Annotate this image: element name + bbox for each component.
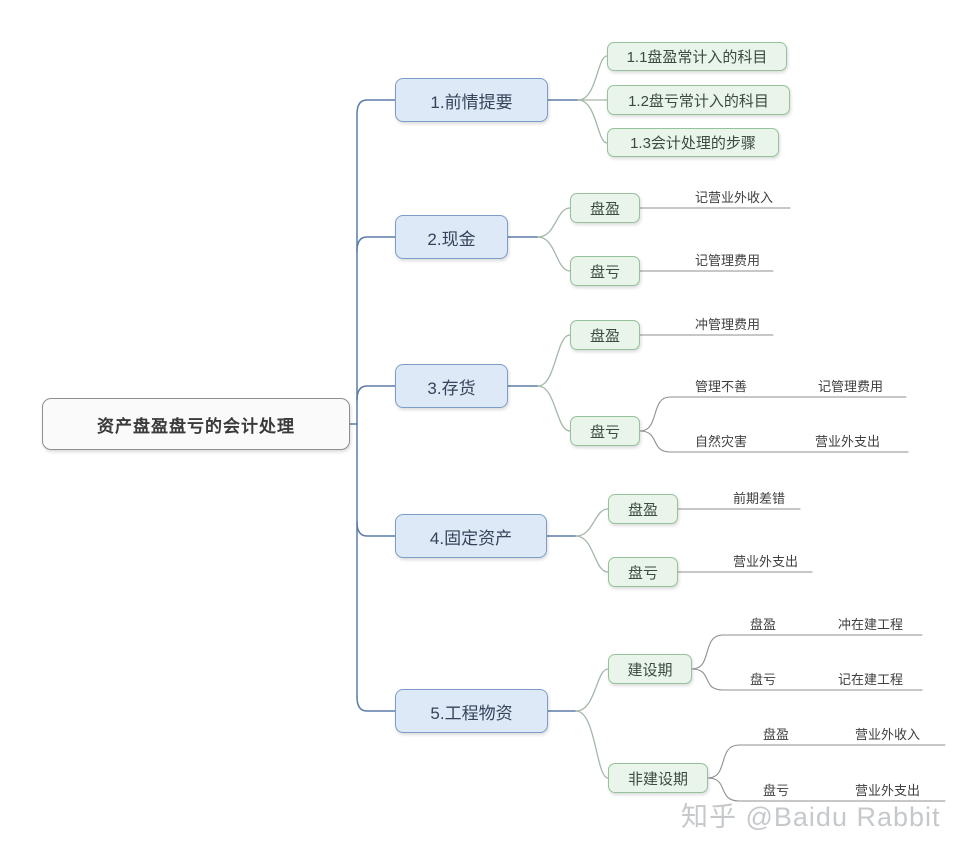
- branch-node-4[interactable]: 4.固定资产: [395, 514, 547, 558]
- leaf-label[interactable]: 前期差错: [733, 491, 786, 506]
- child-node-1-1[interactable]: 1.1盘盈常计入的科目: [607, 42, 787, 71]
- child-node-1-3[interactable]: 1.3会计处理的步骤: [607, 128, 779, 157]
- leaf-cause-label[interactable]: 自然灾害: [695, 434, 748, 449]
- child-connectors: [537, 55, 609, 779]
- leaf-result-label[interactable]: 营业外支出: [855, 783, 921, 798]
- branch-node-1[interactable]: 1.前情提要: [395, 78, 548, 122]
- leaf-cause-label[interactable]: 盘盈: [750, 617, 777, 632]
- leaf-result-label[interactable]: 营业外收入: [855, 727, 921, 742]
- leaf-cause-label[interactable]: 盘亏: [763, 783, 790, 798]
- branch-node-2[interactable]: 2.现金: [395, 215, 508, 259]
- leaf-connectors: [639, 207, 946, 802]
- child-node-2-surplus[interactable]: 盘盈: [570, 193, 640, 223]
- leaf-label[interactable]: 营业外支出: [733, 554, 799, 569]
- branch-node-3[interactable]: 3.存货: [395, 364, 508, 408]
- trunk-connectors: [349, 99, 579, 712]
- leaf-label[interactable]: 记管理费用: [695, 253, 761, 268]
- child-node-3-surplus[interactable]: 盘盈: [570, 320, 640, 350]
- child-node-1-2[interactable]: 1.2盘亏常计入的科目: [607, 85, 790, 115]
- leaf-result-label[interactable]: 记在建工程: [838, 672, 904, 687]
- leaf-cause-label[interactable]: 管理不善: [695, 379, 748, 394]
- leaf-result-label[interactable]: 记管理费用: [818, 379, 884, 394]
- child-node-5-nonconstruction[interactable]: 非建设期: [608, 763, 708, 793]
- zhihu-watermark: 知乎 @Baidu Rabbit: [681, 802, 941, 832]
- leaf-result-label[interactable]: 冲在建工程: [838, 617, 904, 632]
- child-node-4-surplus[interactable]: 盘盈: [608, 494, 678, 524]
- root-node[interactable]: 资产盘盈盘亏的会计处理: [42, 398, 350, 450]
- child-node-3-deficit[interactable]: 盘亏: [570, 416, 640, 446]
- leaf-cause-label[interactable]: 盘亏: [750, 672, 777, 687]
- leaf-cause-label[interactable]: 盘盈: [763, 727, 790, 742]
- leaf-result-label[interactable]: 营业外支出: [815, 434, 881, 449]
- leaf-label[interactable]: 记营业外收入: [695, 190, 774, 205]
- branch-node-5[interactable]: 5.工程物资: [395, 689, 548, 733]
- leaf-label[interactable]: 冲管理费用: [695, 317, 761, 332]
- child-node-4-deficit[interactable]: 盘亏: [608, 557, 678, 587]
- child-node-2-deficit[interactable]: 盘亏: [570, 256, 640, 286]
- child-node-5-construction[interactable]: 建设期: [608, 654, 692, 684]
